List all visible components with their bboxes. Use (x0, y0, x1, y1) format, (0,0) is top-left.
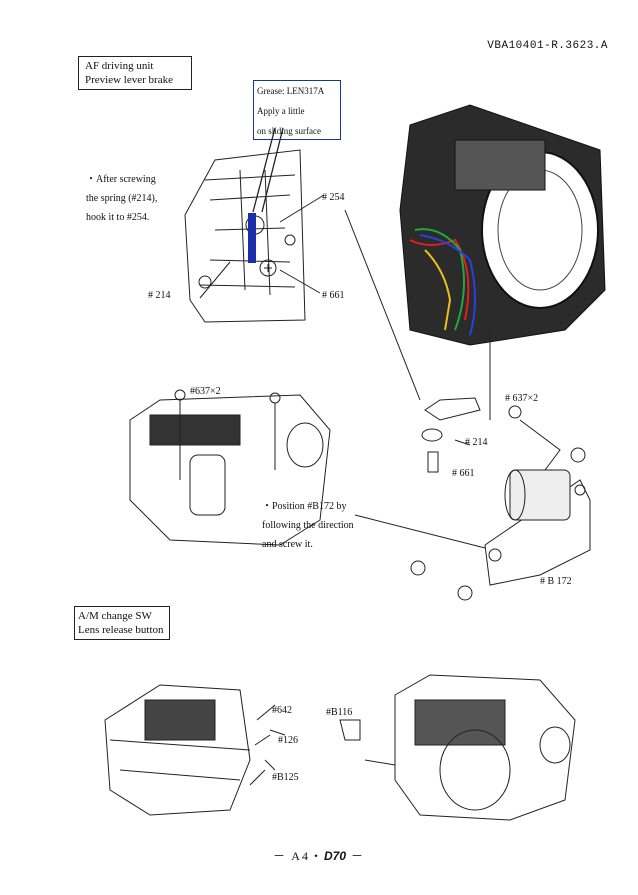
grease-highlight (248, 213, 256, 263)
spring-part (421, 428, 443, 442)
page-footer: － A4・D70 － (0, 847, 638, 864)
document-id: VBA10401-R.3623.A (487, 40, 608, 52)
note-line: and screw it. (262, 539, 313, 550)
section-title-am-switch: A/M change SW Lens release button (74, 606, 170, 640)
section-title-af-unit: AF driving unit Preview lever brake (78, 56, 192, 90)
grease-line: on sliding surface (257, 126, 321, 136)
footer-suffix: － (346, 849, 366, 863)
spring-note: ・After screwing the spring (#214), hook … (86, 170, 157, 227)
section-title-line: AF driving unit (85, 60, 154, 72)
label-b125: #B125 (272, 772, 299, 783)
label-214-left: # 214 (148, 290, 171, 301)
label-254: # 254 (322, 192, 345, 203)
label-637-right: # 637×2 (505, 393, 539, 404)
position-note: ・Position #B172 by following the directi… (262, 497, 354, 554)
section-title-line: Lens release button (78, 624, 164, 636)
mirror-box-drawing (399, 104, 606, 346)
grease-line: Apply a little (257, 106, 305, 116)
note-line: ・Position #B172 by (262, 501, 347, 512)
camera-body-drawing-mid (129, 389, 331, 546)
grease-callout: Grease: LEN317A Apply a little on slidin… (253, 80, 341, 140)
section-title-line: Preview lever brake (85, 74, 173, 86)
note-line: hook it to #254. (86, 212, 150, 223)
camera-body-drawing-bottom-left (104, 684, 276, 816)
note-line: ・After screwing (86, 174, 156, 185)
label-637-left: #637×2 (190, 386, 221, 397)
screw-661 (427, 451, 439, 473)
brake-lever-part (424, 397, 481, 421)
note-line: the spring (#214), (86, 193, 158, 204)
camera-body-drawing-bottom-right (339, 674, 576, 821)
footer-prefix: － A4・ (272, 849, 324, 863)
label-661-right: # 661 (452, 468, 475, 479)
label-b172: # B 172 (540, 576, 572, 587)
label-642: #642 (272, 705, 292, 716)
section-title-line: A/M change SW (78, 610, 152, 622)
model-logo: D70 (323, 849, 346, 863)
af-driving-unit-drawing (354, 405, 591, 601)
grease-line: Grease: LEN317A (257, 86, 325, 96)
label-b116: #B116 (326, 707, 353, 718)
af-unit-detail-drawing (184, 127, 325, 323)
note-line: following the direction (262, 520, 354, 531)
label-661-left: # 661 (322, 290, 345, 301)
label-126: #126 (278, 735, 298, 746)
label-214-right: # 214 (465, 437, 488, 448)
